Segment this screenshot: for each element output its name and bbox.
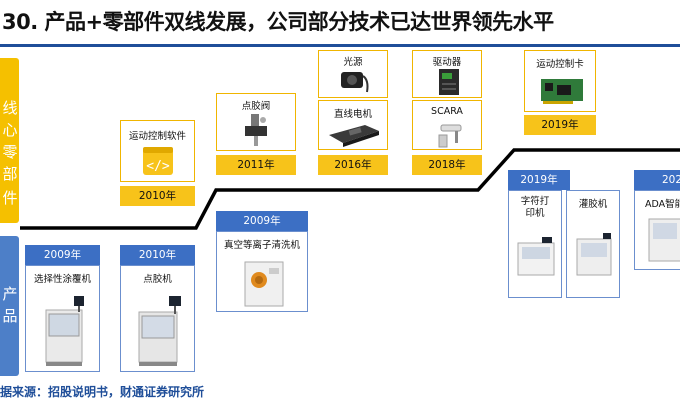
component-label: SCARA xyxy=(413,106,481,117)
year-badge: 2009年 xyxy=(25,245,100,265)
component-card-motion-software: 运动控制软件 </> xyxy=(120,120,195,182)
component-label: 驱动器 xyxy=(413,54,481,68)
product-label: ADA智能 xyxy=(645,196,680,210)
component-card-light-source: 光源 xyxy=(318,50,388,98)
year-badge: 2010年 xyxy=(120,245,195,265)
year-badge: 2019年 xyxy=(508,170,570,190)
character-printer-icon xyxy=(514,235,558,279)
linear-motor-icon xyxy=(325,121,383,147)
svg-text:</>: </> xyxy=(146,159,170,174)
component-card-scara: SCARA xyxy=(412,100,482,150)
year-badge: 2010年 xyxy=(120,186,195,206)
year-badge: 2019年 xyxy=(524,115,596,135)
scara-robot-icon xyxy=(435,119,465,149)
year-badge: 2009年 xyxy=(216,211,308,231)
product-label: 真空等离子清洗机 xyxy=(217,237,307,251)
product-label: 选择性涂覆机 xyxy=(26,271,99,285)
product-label: 点胶机 xyxy=(121,271,194,285)
product-card-coating-machine: 选择性涂覆机 xyxy=(25,265,100,372)
code-file-icon: </> xyxy=(141,145,175,177)
dispensing-valve-icon xyxy=(241,112,273,150)
coating-machine-icon xyxy=(40,290,90,368)
component-label: 运动控制卡 xyxy=(525,56,595,70)
component-label: 直线电机 xyxy=(319,106,387,120)
light-source-icon xyxy=(337,66,371,96)
potting-machine-icon xyxy=(573,231,615,279)
product-label: 字符打印机 xyxy=(509,196,561,220)
component-card-dispensing-valve: 点胶阀 xyxy=(216,93,296,151)
motion-control-card-icon xyxy=(539,75,585,107)
product-card-character-printer: 字符打印机 xyxy=(508,190,562,298)
product-card-potting-machine: 灌胶机 xyxy=(566,190,620,298)
component-card-motion-card: 运动控制卡 xyxy=(524,50,596,112)
year-badge: 2020 xyxy=(634,170,680,190)
ada-machine-icon xyxy=(645,213,680,263)
year-badge: 2016年 xyxy=(318,155,388,175)
product-card-plasma-cleaner: 真空等离子清洗机 xyxy=(216,231,308,312)
plasma-cleaner-icon xyxy=(239,254,289,310)
product-label: 灌胶机 xyxy=(567,196,619,210)
product-card-dispensing-machine: 点胶机 xyxy=(120,265,195,372)
component-label: 点胶阀 xyxy=(217,98,295,112)
year-badge: 2018年 xyxy=(412,155,482,175)
driver-icon xyxy=(437,67,461,97)
year-badge: 2011年 xyxy=(216,155,296,175)
component-card-linear-motor: 直线电机 xyxy=(318,100,388,150)
source-note: 据来源：招股说明书，财通证券研究所 xyxy=(0,383,204,400)
component-label: 运动控制软件 xyxy=(121,128,194,142)
product-card-ada: ADA智能 xyxy=(634,190,680,270)
component-card-driver: 驱动器 xyxy=(412,50,482,98)
dispensing-machine-icon xyxy=(133,290,185,368)
